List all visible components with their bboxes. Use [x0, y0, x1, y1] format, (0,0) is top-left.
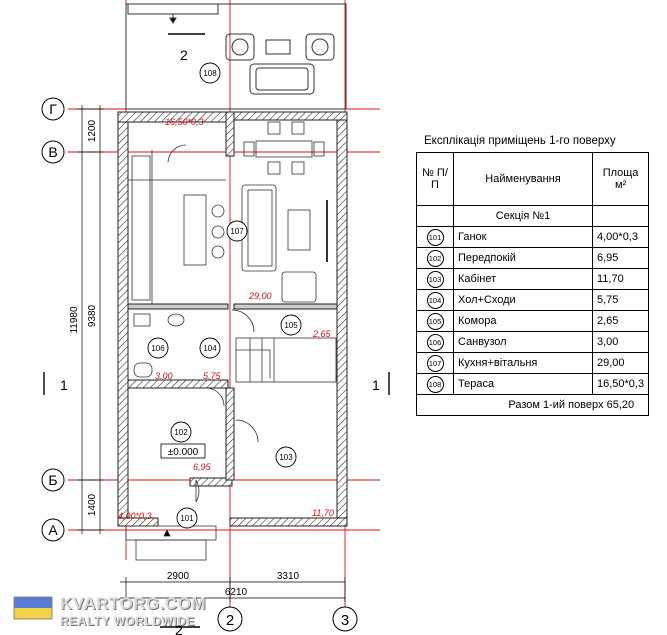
row-area: 11,70: [591, 268, 650, 290]
dim-1400: 1400: [87, 493, 98, 516]
room-101-number: 101: [180, 514, 194, 523]
level-mark: ±0.000: [168, 447, 199, 458]
watermark-subtext: REALTY WORLDWIDE: [60, 614, 195, 628]
total-label: Разом 1-ий поверх: [508, 399, 604, 411]
row-number: 102: [426, 249, 444, 267]
table-total-row: Разом 1-ий поверх 65,20: [415, 394, 650, 416]
watermark-flag-icon: [13, 596, 53, 620]
section-mark-bottom: 2: [175, 622, 183, 635]
table-section-row: Секція №1: [416, 205, 650, 227]
room-104-number: 104: [203, 344, 217, 353]
axis-label-v: В: [48, 144, 57, 160]
terrace: [125, 3, 347, 110]
row-number: 107: [426, 354, 444, 372]
room-103-number: 103: [279, 453, 293, 462]
row-number: 103: [426, 270, 444, 288]
interior-lines: [125, 121, 337, 561]
room-104-area: 5,75: [203, 371, 222, 381]
row-name: Хол+Сходи: [453, 289, 593, 311]
dim-6210: 6210: [225, 587, 248, 598]
row-number: 105: [426, 312, 444, 330]
row-name: Кабінет: [453, 268, 593, 290]
row-name: Кухня+вітальня: [453, 352, 593, 374]
axis-bubbles: [41, 97, 358, 632]
dimension-lines: [77, 105, 346, 602]
room-108-area: 16,50*0,3: [165, 117, 204, 127]
axis-label-b: Б: [48, 472, 57, 488]
row-area: 4,00*0,3: [591, 226, 650, 248]
header-area: Площа м²: [591, 152, 650, 206]
row-name: Передпокій: [453, 247, 593, 269]
room-bubbles: [147, 62, 302, 529]
row-area: 29,00: [591, 352, 650, 374]
row-number: 104: [426, 291, 444, 309]
row-area: 6,95: [591, 247, 650, 269]
room-105-number: 105: [284, 321, 298, 330]
dim-1200: 1200: [87, 119, 98, 142]
room-101-area: 4,00*0,3: [118, 511, 152, 521]
dim-3310: 3310: [277, 571, 300, 582]
room-102-number: 102: [174, 428, 188, 437]
dim-2900: 2900: [167, 571, 190, 582]
room-102-area: 6,95: [193, 462, 212, 472]
axis-label-2: 2: [226, 612, 234, 629]
section-marks: [43, 33, 390, 628]
dim-9380: 9380: [87, 304, 98, 327]
table-header: № П/П Найменування Площа м²: [416, 152, 650, 206]
axis-label-g: Г: [49, 101, 57, 117]
room-105-area: 2,65: [312, 329, 332, 339]
room-107-area: 29,00: [248, 291, 272, 301]
room-108-number: 108: [203, 69, 217, 78]
row-name: Ганок: [453, 226, 593, 248]
row-number: 108: [426, 375, 444, 393]
room-106-area: 3,00: [155, 371, 173, 381]
room-107-number: 107: [230, 227, 244, 236]
total-value: 65,20: [606, 399, 635, 411]
row-area: 3,00: [591, 331, 650, 353]
row-area: 5,75: [591, 289, 650, 311]
explication-title: Експлікація приміщень 1-го поверху: [424, 135, 616, 147]
dim-11980: 11980: [69, 306, 80, 334]
axis-label-3: 3: [341, 612, 349, 629]
header-num: № П/П: [416, 152, 454, 206]
section-mark-right: 1: [372, 377, 380, 393]
section-mark-left: 1: [60, 377, 68, 393]
row-name: Санвузол: [453, 331, 593, 353]
explication-table: № П/П Найменування Площа м² Секція №1 10…: [415, 152, 650, 416]
section-mark-top: 2: [180, 47, 188, 63]
row-number: 106: [426, 333, 444, 351]
row-area: 16,50*0,3: [591, 373, 650, 395]
room-106-number: 106: [151, 344, 165, 353]
walls: [117, 111, 348, 527]
room-103-area: 11,70: [312, 508, 334, 518]
row-name: Тераса: [453, 373, 593, 395]
section-label: Секція №1: [453, 205, 593, 227]
header-name: Найменування: [453, 152, 593, 206]
row-name: Комора: [453, 310, 593, 332]
row-area: 2,65: [591, 310, 650, 332]
watermark-text: KVARTORG.COM: [60, 594, 207, 613]
row-number: 101: [426, 228, 444, 246]
axis-label-a: А: [48, 522, 58, 538]
